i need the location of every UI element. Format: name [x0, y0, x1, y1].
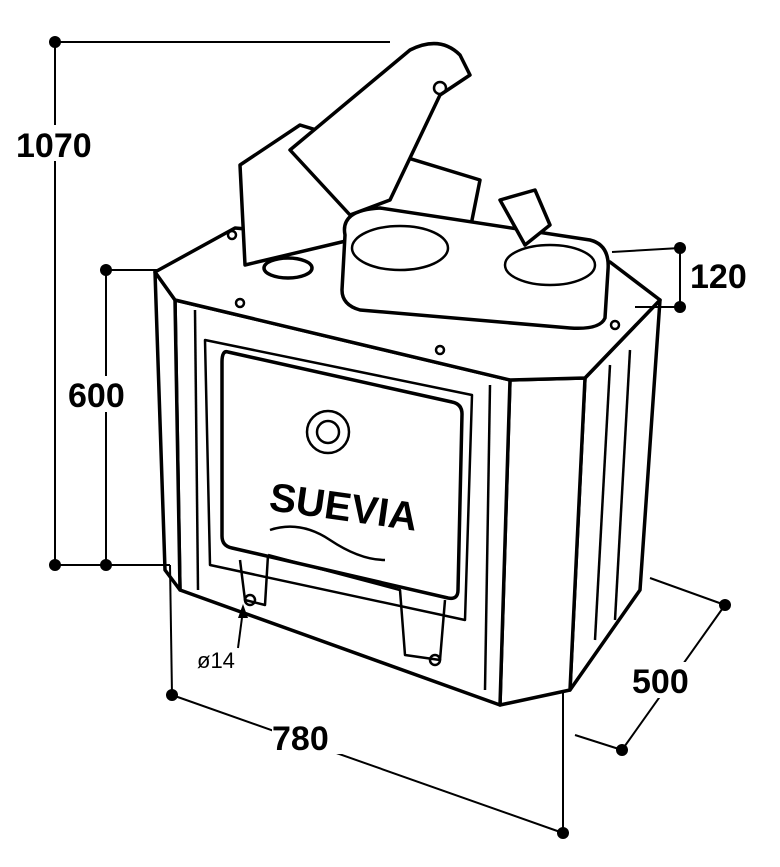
dim-width: 780 [272, 720, 329, 758]
right-chamfer-face [498, 376, 587, 707]
foot-recess [267, 553, 447, 662]
logo-wave [269, 525, 386, 562]
arrow-icon [238, 604, 248, 618]
dim-trough-height: 120 [690, 258, 747, 296]
front-rib [483, 384, 492, 691]
side-rib [613, 349, 632, 621]
push-pad [498, 188, 552, 247]
door-frame [203, 338, 474, 622]
mounting-hole [428, 653, 442, 667]
mounting-hole [243, 593, 257, 607]
bowl-right-basin [503, 243, 597, 287]
lock-core [315, 419, 341, 445]
top-hole [434, 344, 446, 356]
paddle-lever [288, 41, 472, 217]
top-hole [226, 229, 238, 241]
dim-hole-diameter: ø14 [197, 648, 235, 673]
top-hole [234, 297, 246, 309]
front-rib [193, 309, 200, 591]
lock-icon [305, 409, 351, 455]
pivot [432, 80, 448, 96]
side-rib [593, 364, 612, 641]
dim-depth: 500 [632, 663, 689, 701]
top-hole [609, 319, 621, 331]
dim-total-height: 1070 [16, 127, 92, 165]
bowl-fixture [238, 41, 610, 331]
door-panel [220, 349, 464, 601]
dim-body-height: 600 [68, 377, 125, 415]
bowl-left-basin [350, 224, 450, 272]
bolt [262, 256, 314, 280]
left-chamfer-face [153, 270, 182, 592]
